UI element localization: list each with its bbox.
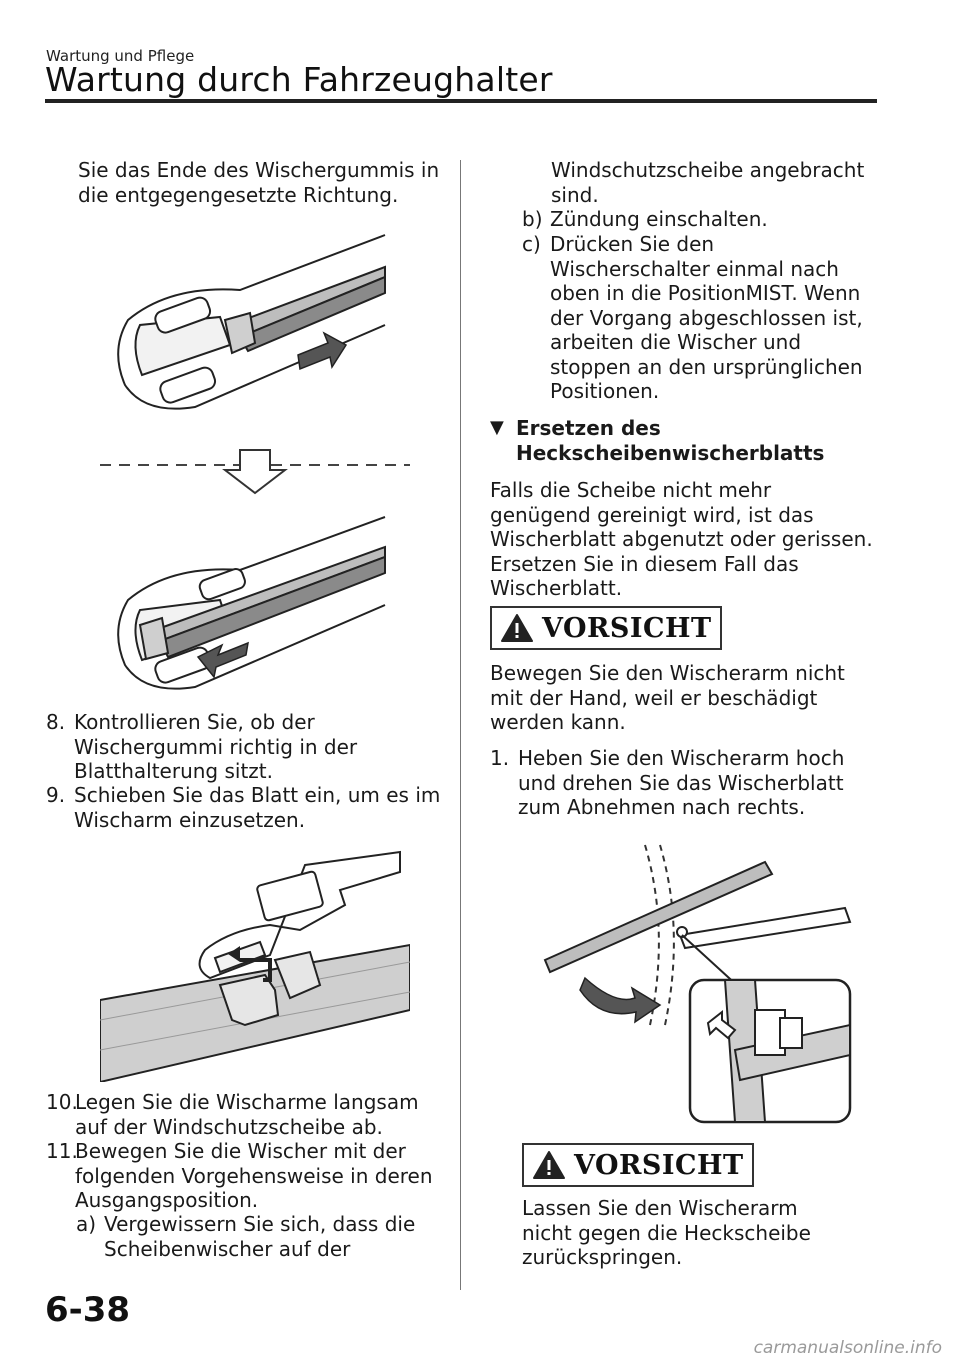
rotate-arrow xyxy=(579,976,662,1024)
step-9-text: Schieben Sie das Blatt ein, um es im Wis… xyxy=(74,783,441,832)
step-11a: a) Vergewissern Sie sich, dass die Scheib… xyxy=(76,1212,416,1261)
step-10: 10.Legen Sie die Wischarme langsam auf d… xyxy=(46,1090,446,1139)
warning-icon xyxy=(501,614,533,642)
step-11-text: Bewegen Sie die Wischer mit der folgende… xyxy=(75,1139,433,1212)
replace-paragraph: Falls die Scheibe nicht mehr genügend ge… xyxy=(490,478,873,600)
rear-wiper-illustration xyxy=(540,840,860,1125)
continued-line-1: Sie das Ende des Wischergummis in xyxy=(78,158,440,182)
step-8-text: Kontrollieren Sie, ob der Wischergummi r… xyxy=(74,710,358,783)
heading-marker: ▼ xyxy=(490,417,504,438)
caution-label-2: VORSICHT xyxy=(574,1149,744,1181)
step-b-letter: b) xyxy=(522,207,543,231)
caution-text-2: Lassen Sie den Wischerarm nicht gegen di… xyxy=(522,1196,811,1269)
upper-blade-drawing xyxy=(117,234,386,410)
continued-a-line-1: Windschutzscheibe angebracht xyxy=(551,158,865,182)
next-stage-arrow xyxy=(222,449,288,495)
step-10-text: Legen Sie die Wischarme langsam auf der … xyxy=(75,1090,419,1139)
step-c: c) Drücken Sie den Wischerschalter einmal… xyxy=(522,232,872,404)
page-title: Wartung durch Fahrzeughalter xyxy=(45,60,553,99)
step-11: 11.Bewegen Sie die Wischer mit der folge… xyxy=(46,1139,446,1213)
section-heading: ▼ Ersetzen des Heckscheibenwischerblatts xyxy=(490,416,870,465)
column-divider xyxy=(460,160,461,1290)
continued-text: Sie das Ende des Wischergummis in die en… xyxy=(78,158,439,207)
step-8: 8. Kontrollieren Sie, ob der Wischergummi… xyxy=(46,710,446,784)
insert-arrow-head xyxy=(228,946,240,962)
rear-blade xyxy=(543,860,774,974)
step-11a-letter: a) xyxy=(76,1212,97,1236)
blade-insertion-illustration xyxy=(100,850,410,1082)
slide-right-arrow xyxy=(297,331,348,371)
step-c-text: Drücken Sie den Wischerschalter einmal n… xyxy=(550,232,863,403)
step-10-number: 10. xyxy=(46,1090,78,1114)
lower-blade-drawing xyxy=(117,516,386,690)
rest-position-dashed xyxy=(659,844,675,1026)
caution-box-1: VORSICHT xyxy=(490,606,722,650)
rear-arm xyxy=(678,906,852,950)
heading-line-2: Heckscheibenwischerblatts xyxy=(516,440,825,465)
warning-icon xyxy=(533,1151,565,1179)
caution-label-1: VORSICHT xyxy=(542,612,712,644)
continued-a-line-2: sind. xyxy=(551,182,599,207)
step-1-number: 1. xyxy=(490,746,510,770)
heading-line-1: Ersetzen des xyxy=(516,416,661,440)
page-number: 6-38 xyxy=(45,1290,131,1330)
caution-box-2: VORSICHT xyxy=(522,1143,754,1187)
insert-arrow-path xyxy=(240,958,272,982)
slide-left-arrow xyxy=(196,641,249,679)
step-11-number: 11. xyxy=(46,1139,78,1163)
header-rule xyxy=(45,99,877,103)
step-8-number: 8. xyxy=(46,710,66,734)
step-1: 1. Heben Sie den Wischerarm hoch und dreh… xyxy=(490,746,875,820)
step-b-text: Zündung einschalten. xyxy=(550,207,768,231)
watermark: carmanualsonline.info xyxy=(753,1338,942,1358)
continued-step-a: Windschutzscheibe angebracht sind. xyxy=(551,158,864,207)
continued-line-2: die entgegengesetzte Richtung. xyxy=(78,182,399,207)
step-9-number: 9. xyxy=(46,783,66,807)
step-c-letter: c) xyxy=(522,232,541,256)
step-1-text: Heben Sie den Wischerarm hoch und drehen… xyxy=(518,746,845,819)
caution-text-1: Bewegen Sie den Wischerarm nicht mit der… xyxy=(490,661,845,734)
wiper-rubber-illustration xyxy=(100,225,410,700)
step-11a-text: Vergewissern Sie sich, dass die Scheiben… xyxy=(104,1212,416,1261)
step-b: b) Zündung einschalten. xyxy=(522,207,872,232)
step-9: 9. Schieben Sie das Blatt ein, um es im W… xyxy=(46,783,446,832)
section-label: Wartung und Pflege xyxy=(46,47,195,65)
